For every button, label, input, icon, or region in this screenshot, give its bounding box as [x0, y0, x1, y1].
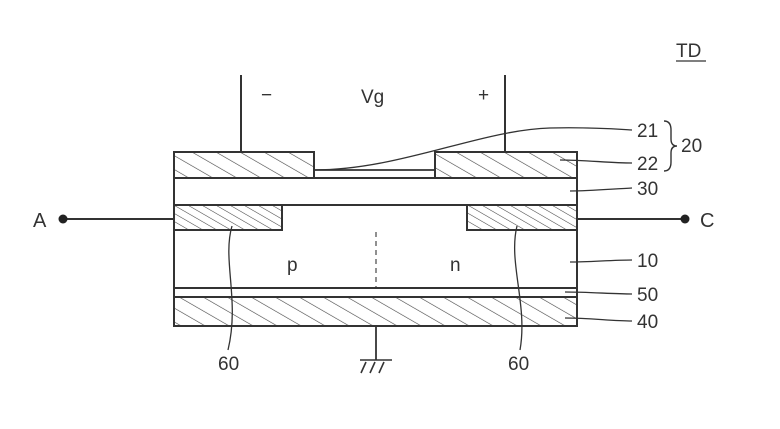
insulator-layer-30 — [173, 177, 578, 206]
leader-10 — [569, 259, 633, 263]
ref-60-right: 60 — [508, 354, 529, 375]
substrate-layer-40 — [173, 296, 578, 327]
terminal-a-dot — [58, 214, 68, 224]
leader-30 — [569, 187, 633, 192]
leader-21 — [313, 127, 633, 171]
p-region-label: p — [287, 255, 298, 276]
ref-60-left: 60 — [218, 354, 239, 375]
figure-id-label: TD — [676, 41, 701, 62]
leader-lines — [227, 127, 633, 351]
gate-electrode-left — [173, 151, 315, 179]
terminal-c-dot — [680, 214, 690, 224]
leader-22 — [559, 159, 633, 164]
leader-60-right — [514, 225, 523, 351]
gate-electrode-right — [434, 151, 578, 179]
gate-voltage-label: Vg — [361, 87, 384, 108]
contact-region-60-left — [173, 204, 283, 231]
gate-minus-sign: − — [261, 85, 272, 106]
leader-50 — [564, 291, 633, 295]
terminal-c-label: C — [700, 210, 714, 232]
bracket-20 — [663, 120, 678, 172]
ref-21: 21 — [637, 121, 658, 142]
thin-layer-50 — [173, 287, 578, 298]
terminal-a-label: A — [33, 210, 47, 232]
ref-20: 20 — [681, 136, 702, 157]
ground-symbol-icon — [360, 359, 392, 374]
leader-60-left — [227, 225, 233, 351]
ref-30: 30 — [637, 179, 658, 200]
gate-plus-sign: + — [478, 85, 489, 106]
leader-40 — [564, 317, 633, 322]
ref-50: 50 — [637, 285, 658, 306]
n-region-label: n — [450, 255, 461, 276]
ref-40: 40 — [637, 312, 658, 333]
ref-22: 22 — [637, 154, 658, 175]
contact-region-60-right — [466, 204, 578, 231]
ref-10: 10 — [637, 251, 658, 272]
